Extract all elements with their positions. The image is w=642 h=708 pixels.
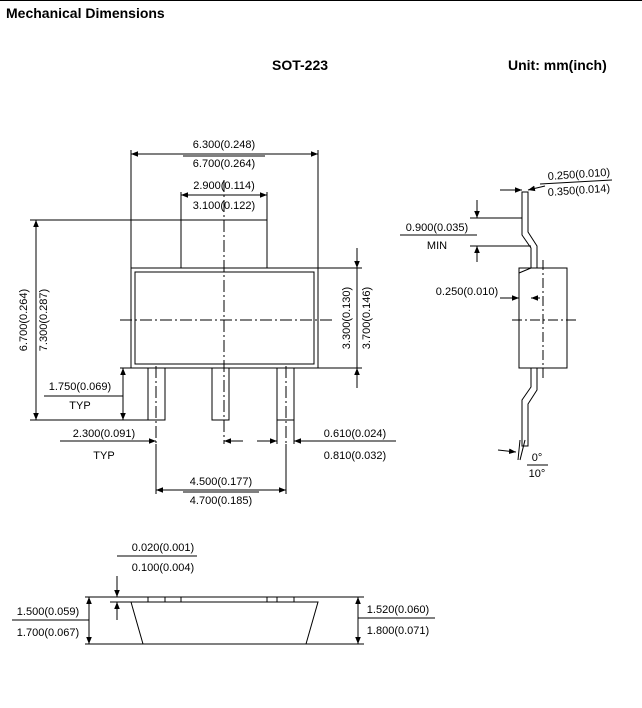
package-name: SOT-223 — [272, 57, 329, 73]
gauge-label: 0.250(0.010) — [436, 286, 498, 298]
top-view-lead-2 — [211, 367, 230, 421]
body-height-max-label: 3.700(0.146) — [361, 287, 373, 349]
outer-pitch-max-label: 4.700(0.185) — [190, 495, 252, 507]
standoff-max-label: 0.100(0.004) — [132, 562, 194, 574]
overall-height-min-label: 1.520(0.060) — [367, 604, 429, 616]
top-rule — [0, 0, 642, 1]
standoff-min-label: 0.020(0.001) — [132, 542, 194, 554]
unit-label: Unit: mm(inch) — [508, 57, 607, 73]
overall-height-max-label: 1.800(0.071) — [367, 625, 429, 637]
angle-min-label: 0° — [532, 452, 543, 464]
front-view-lead-1 — [147, 596, 166, 603]
body-height-min-label: 3.300(0.130) — [341, 287, 353, 349]
side-view-lower-lead — [521, 368, 538, 447]
side-view-upper-lead — [518, 191, 538, 274]
lead-width-min-label: 0.610(0.024) — [324, 428, 386, 440]
pitch-note: TYP — [93, 450, 114, 462]
tab-width-min-label: 2.900(0.114) — [193, 180, 255, 192]
front-view — [85, 576, 364, 645]
pitch-label: 2.300(0.091) — [73, 428, 135, 440]
front-view-lead-3 — [276, 596, 295, 603]
body-width-min-label: 6.300(0.248) — [193, 139, 255, 151]
lead-length-note: TYP — [69, 400, 90, 412]
side-view — [470, 185, 578, 461]
front-view-body — [130, 601, 319, 645]
page-title: Mechanical Dimensions — [6, 5, 165, 21]
height-max-label: 1.700(0.067) — [17, 627, 79, 639]
height-min-label: 1.500(0.059) — [17, 606, 79, 618]
body-width-max-label: 6.700(0.264) — [193, 158, 255, 170]
foot-length-note: MIN — [427, 240, 447, 252]
lead-thickness-min-label: 0.250(0.010) — [547, 167, 610, 183]
lead-thickness-max-label: 0.350(0.014) — [547, 183, 610, 199]
front-view-tab — [180, 596, 268, 603]
total-length-max-label: 7.300(0.287) — [38, 289, 50, 351]
angle-max-label: 10° — [529, 468, 546, 480]
lead-thickness-fraction-bar — [539, 179, 613, 185]
lead-length-label: 1.750(0.069) — [49, 381, 111, 393]
lead-width-max-label: 0.810(0.032) — [324, 450, 386, 462]
outer-pitch-min-label: 4.500(0.177) — [190, 476, 252, 488]
top-view — [30, 150, 396, 494]
tab-width-max-label: 3.100(0.122) — [193, 200, 255, 212]
foot-length-label: 0.900(0.035) — [406, 222, 468, 234]
total-length-min-label: 6.700(0.264) — [18, 289, 30, 351]
